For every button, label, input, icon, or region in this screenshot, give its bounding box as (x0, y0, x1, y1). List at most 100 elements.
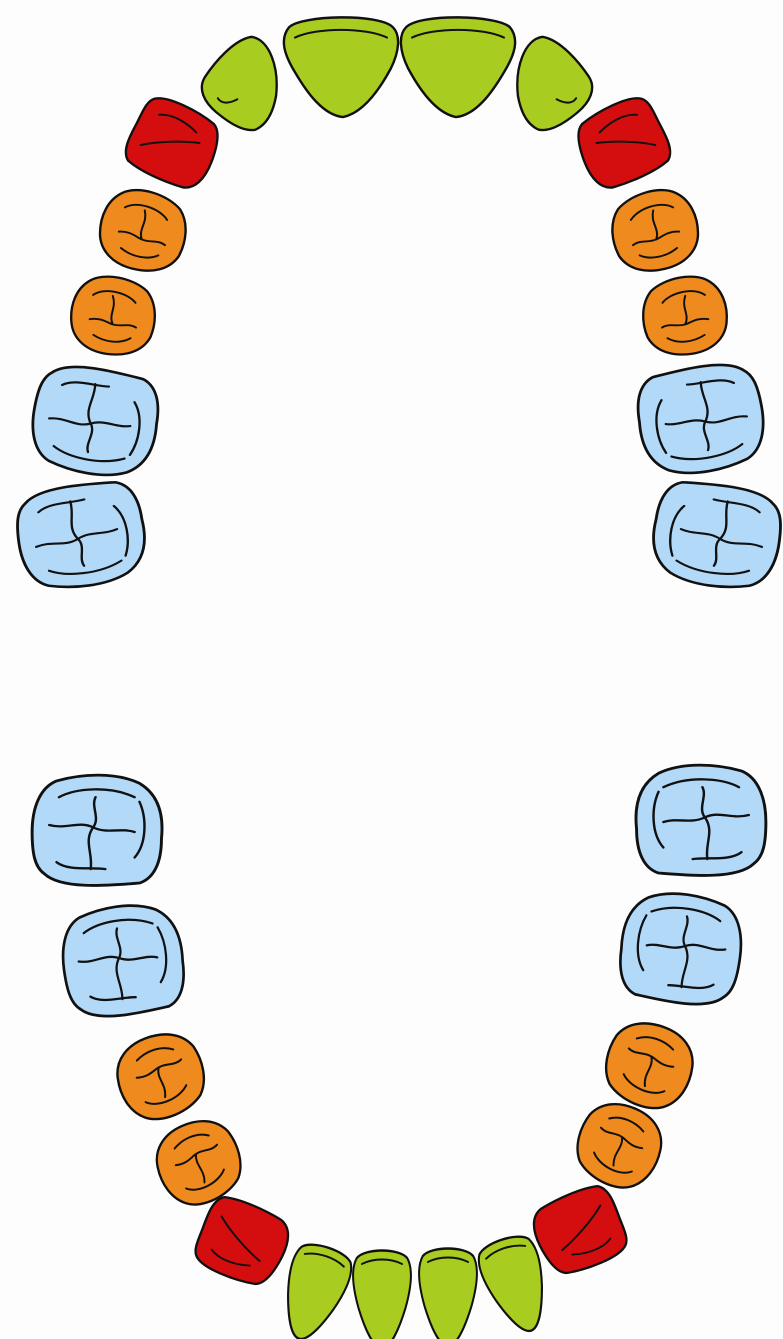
premolar-groove (88, 317, 137, 329)
molar-groove (650, 906, 722, 923)
premolar-groove (622, 1073, 666, 1094)
premolar-groove (608, 1116, 645, 1133)
premolar-groove (683, 294, 688, 326)
incisor-groove (303, 1252, 345, 1268)
canine-groove (139, 140, 201, 147)
canine-groove (561, 1204, 602, 1251)
molar-groove (128, 401, 141, 457)
upper-arch-right-incisor-2 (200, 35, 278, 132)
premolar-groove (92, 290, 137, 304)
premolar-crown (155, 1120, 242, 1206)
incisor-groove (555, 97, 578, 104)
upper-arch-right-molar-2 (16, 480, 146, 589)
premolar-groove (117, 230, 166, 247)
molar-groove (47, 823, 136, 834)
molar-groove (636, 914, 648, 972)
lower-arch-left-premolar-1 (576, 1103, 663, 1189)
lower-arch-left-incisor-1 (418, 1247, 478, 1339)
molar-groove (662, 813, 751, 824)
canine-crown (124, 97, 219, 189)
premolar-groove (638, 247, 679, 259)
molar-groove (667, 983, 715, 990)
molar-groove (57, 788, 136, 799)
premolar-groove (661, 317, 710, 329)
molar-groove (691, 850, 743, 861)
molar-groove (48, 417, 132, 428)
lower-arch-left-canine-1 (532, 1184, 628, 1275)
molar-groove (645, 943, 727, 951)
incisor-crown (477, 1235, 543, 1332)
upper-arch-left-premolar-2 (642, 275, 728, 356)
incisor-crown (352, 1249, 412, 1339)
molar-groove (89, 995, 137, 1002)
molar-groove (652, 790, 665, 849)
lower-arch-left-incisor-2 (477, 1235, 543, 1332)
premolar-groove (92, 333, 132, 343)
canine-groove (598, 113, 639, 134)
premolar-groove (629, 203, 675, 221)
molar-groove (55, 860, 107, 871)
canine-crown (194, 1195, 290, 1286)
molar-groove (669, 504, 686, 557)
molar-groove (655, 399, 668, 455)
lower-arch-right-incisor-2 (287, 1243, 353, 1339)
canine-crown (532, 1184, 628, 1275)
canine-groove (210, 1248, 251, 1267)
lower-arch (30, 763, 768, 1339)
molar-groove (47, 559, 123, 575)
molar-groove (77, 955, 159, 963)
upper-arch (16, 16, 782, 589)
lower-arch-left-molar-2 (634, 763, 768, 877)
incisor-crown (200, 35, 278, 132)
molar-groove (82, 918, 154, 935)
lower-arch-left-molar-1 (619, 892, 743, 1006)
molar-crown (16, 480, 146, 589)
molar-crown (31, 365, 160, 477)
lower-arch-left-premolar-2 (604, 1022, 694, 1110)
premolar-groove (643, 1055, 653, 1088)
premolar-groove (157, 1066, 167, 1099)
premolar-groove (144, 1084, 188, 1105)
molar-crown (30, 773, 164, 887)
canine-crown (577, 97, 672, 189)
canine-groove (595, 140, 657, 147)
upper-arch-left-premolar-1 (611, 188, 700, 272)
upper-arch-right-molar-1 (31, 365, 160, 477)
premolar-crown (604, 1022, 694, 1110)
lower-arch-right-canine-1 (194, 1195, 290, 1286)
premolar-groove (123, 203, 169, 221)
molar-groove (685, 379, 736, 386)
premolar-groove (666, 333, 706, 343)
molar-groove (679, 528, 764, 548)
premolar-groove (661, 290, 706, 304)
incisor-crown (282, 16, 400, 119)
premolar-groove (119, 247, 160, 259)
premolar-crown (642, 275, 728, 356)
molar-crown (61, 904, 185, 1018)
molar-groove (675, 559, 751, 575)
premolar-groove (635, 1036, 675, 1051)
canine-groove (571, 1237, 612, 1256)
premolar-groove (627, 1047, 675, 1068)
premolar-groove (174, 1143, 219, 1167)
upper-arch-right-canine-1 (124, 97, 219, 189)
premolar-groove (632, 230, 681, 247)
premolar-groove (135, 1058, 183, 1079)
upper-arch-left-molar-1 (636, 363, 765, 475)
premolar-groove (110, 294, 115, 326)
premolar-crown (576, 1103, 663, 1189)
premolar-groove (599, 1126, 644, 1150)
upper-arch-left-canine-1 (577, 97, 672, 189)
premolar-groove (612, 1136, 623, 1167)
incisor-groove (411, 28, 505, 39)
molar-crown (619, 892, 743, 1006)
incisor-crown (399, 16, 517, 119)
premolar-groove (139, 209, 147, 241)
molar-groove (712, 498, 761, 514)
upper-arch-right-incisor-1 (282, 16, 400, 119)
lower-arch-right-incisor-1 (352, 1249, 412, 1339)
premolar-groove (135, 1047, 175, 1062)
molar-groove (37, 498, 86, 514)
lower-arch-right-premolar-2 (116, 1033, 206, 1121)
